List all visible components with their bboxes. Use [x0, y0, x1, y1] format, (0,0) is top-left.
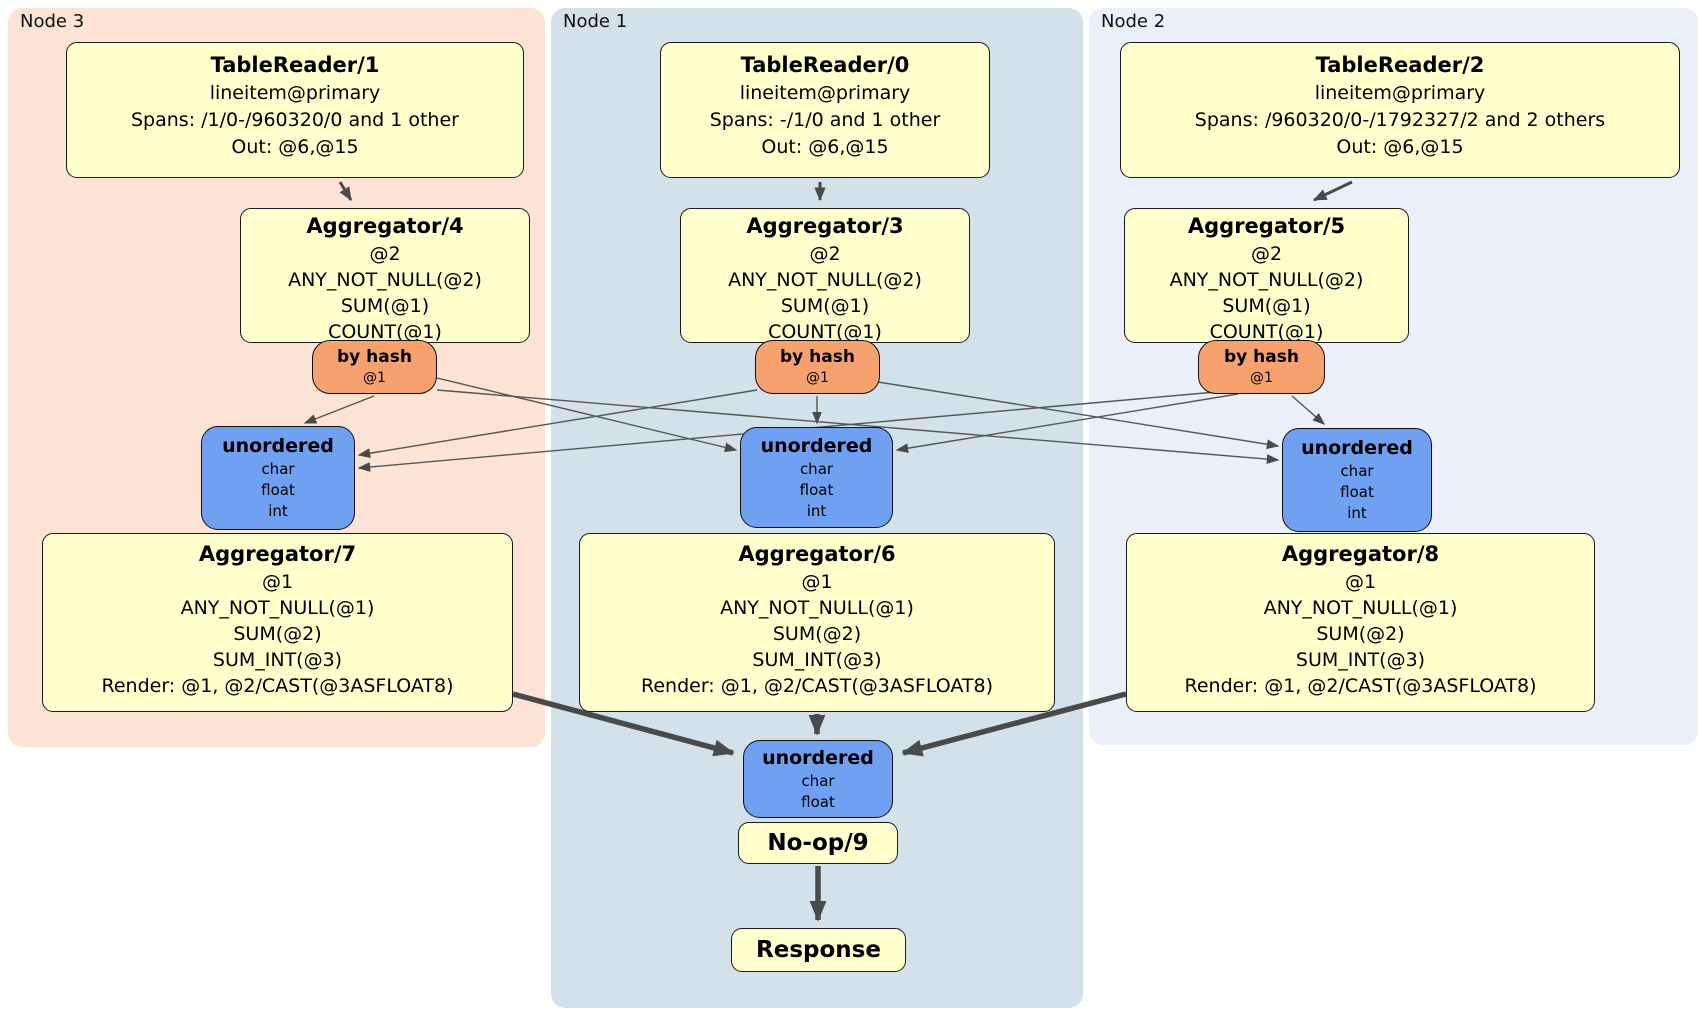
aggregator-5-fn3: COUNT(@1): [1209, 321, 1324, 343]
aggregator-6-group: @1: [801, 571, 833, 593]
node3-label: Node 3: [20, 11, 85, 32]
aggregator-4-title: Aggregator/4: [306, 214, 464, 238]
aggregator-4-group: @2: [369, 243, 401, 265]
aggregator-4-fn2: SUM(@1): [340, 295, 430, 317]
aggregator-7-render: Render: @1, @2/CAST(@3ASFLOAT8): [101, 675, 454, 697]
hash-router-node1-title: by hash: [780, 347, 855, 367]
tablereader-2-index: lineitem@primary: [1314, 82, 1486, 104]
aggregator-8-fn1: ANY_NOT_NULL(@1): [1263, 597, 1458, 619]
tablereader-1-spans: Spans: /1/0-/960320/0 and 1 other: [131, 109, 459, 131]
node2-label: Node 2: [1101, 11, 1166, 32]
tablereader-0-title: TableReader/0: [740, 53, 910, 77]
aggregator-8-group: @1: [1344, 571, 1377, 593]
sync-node1-col1: char: [799, 460, 834, 478]
response-box: Response: [731, 928, 906, 972]
sync-node2-col3: int: [1347, 504, 1367, 522]
aggregator-8-box: Aggregator/8 @1 ANY_NOT_NULL(@1) SUM(@2)…: [1126, 533, 1595, 712]
aggregator-4-fn3: COUNT(@1): [328, 321, 442, 343]
unordered-sync-node3: unordered char float int: [201, 426, 355, 530]
tablereader-2-box: TableReader/2 lineitem@primary Spans: /9…: [1120, 42, 1680, 178]
hash-router-node3-key: @1: [363, 370, 386, 386]
aggregator-7-fn2: SUM(@2): [233, 623, 322, 645]
unordered-sync-final-title: unordered: [762, 747, 874, 769]
aggregator-5-fn1: ANY_NOT_NULL(@2): [1169, 269, 1364, 291]
noop-9-box: No-op/9: [738, 822, 898, 864]
aggregator-6-fn1: ANY_NOT_NULL(@1): [720, 597, 914, 619]
unordered-sync-final: unordered char float: [743, 740, 893, 818]
hash-router-node2: by hash @1: [1198, 340, 1325, 394]
sync-node3-col1: char: [261, 460, 295, 478]
aggregator-6-fn3: SUM_INT(@3): [752, 649, 882, 671]
hash-router-node2-key: @1: [1250, 370, 1273, 386]
tablereader-0-box: TableReader/0 lineitem@primary Spans: -/…: [660, 42, 990, 178]
unordered-sync-node3-title: unordered: [222, 435, 334, 457]
aggregator-6-render: Render: @1, @2/CAST(@3ASFLOAT8): [641, 675, 993, 697]
hash-router-node3-title: by hash: [337, 347, 412, 367]
aggregator-7-fn1: ANY_NOT_NULL(@1): [180, 597, 375, 619]
hash-router-node2-title: by hash: [1224, 347, 1299, 367]
tablereader-2-spans: Spans: /960320/0-/1792327/2 and 2 others: [1194, 109, 1606, 131]
aggregator-6-fn2: SUM(@2): [772, 623, 862, 645]
hash-router-node1-key: @1: [806, 370, 829, 386]
sync-final-col1: char: [801, 772, 835, 790]
tablereader-0-out: Out: @6,@15: [761, 136, 889, 158]
sync-node1-col3: int: [806, 502, 827, 520]
aggregator-3-group: @2: [809, 243, 841, 265]
sync-node2-col2: float: [1340, 483, 1374, 501]
aggregator-7-fn3: SUM_INT(@3): [212, 649, 343, 671]
unordered-sync-node2: unordered char float int: [1282, 428, 1432, 532]
aggregator-8-render: Render: @1, @2/CAST(@3ASFLOAT8): [1184, 675, 1537, 697]
unordered-sync-node1-title: unordered: [760, 435, 873, 457]
aggregator-5-fn2: SUM(@1): [1222, 295, 1311, 317]
aggregator-6-box: Aggregator/6 @1 ANY_NOT_NULL(@1) SUM(@2)…: [579, 533, 1055, 712]
tablereader-1-out: Out: @6,@15: [231, 136, 359, 158]
aggregator-3-title: Aggregator/3: [746, 214, 904, 238]
sync-node3-col3: int: [268, 502, 288, 520]
tablereader-0-spans: Spans: -/1/0 and 1 other: [709, 109, 941, 131]
sync-node2-col1: char: [1340, 462, 1374, 480]
aggregator-4-fn1: ANY_NOT_NULL(@2): [288, 269, 482, 291]
sync-node1-col2: float: [799, 481, 834, 499]
aggregator-4-box: Aggregator/4 @2 ANY_NOT_NULL(@2) SUM(@1)…: [240, 208, 530, 343]
tablereader-0-index: lineitem@primary: [739, 82, 911, 104]
hash-router-node1: by hash @1: [755, 340, 880, 394]
aggregator-8-title: Aggregator/8: [1281, 542, 1440, 566]
aggregator-3-box: Aggregator/3 @2 ANY_NOT_NULL(@2) SUM(@1)…: [680, 208, 970, 343]
tablereader-1-title: TableReader/1: [210, 53, 380, 77]
unordered-sync-node1: unordered char float int: [740, 427, 893, 528]
aggregator-3-fn2: SUM(@1): [780, 295, 870, 317]
node1-label: Node 1: [563, 11, 628, 32]
noop-9-title: No-op/9: [767, 830, 869, 856]
sync-final-col2: float: [801, 793, 835, 811]
response-title: Response: [756, 937, 881, 963]
aggregator-7-box: Aggregator/7 @1 ANY_NOT_NULL(@1) SUM(@2)…: [42, 533, 513, 712]
aggregator-5-group: @2: [1250, 243, 1283, 265]
tablereader-1-box: TableReader/1 lineitem@primary Spans: /1…: [66, 42, 524, 178]
aggregator-6-title: Aggregator/6: [738, 542, 896, 566]
aggregator-8-fn2: SUM(@2): [1316, 623, 1405, 645]
tablereader-2-out: Out: @6,@15: [1336, 136, 1464, 158]
aggregator-5-box: Aggregator/5 @2 ANY_NOT_NULL(@2) SUM(@1)…: [1124, 208, 1409, 343]
unordered-sync-node2-title: unordered: [1301, 437, 1413, 459]
tablereader-2-title: TableReader/2: [1315, 53, 1485, 77]
aggregator-8-fn3: SUM_INT(@3): [1295, 649, 1426, 671]
sync-node3-col2: float: [261, 481, 295, 499]
aggregator-7-group: @1: [261, 571, 294, 593]
tablereader-1-index: lineitem@primary: [209, 82, 381, 104]
hash-router-node3: by hash @1: [312, 340, 437, 394]
aggregator-3-fn3: COUNT(@1): [768, 321, 882, 343]
aggregator-5-title: Aggregator/5: [1187, 214, 1346, 238]
aggregator-7-title: Aggregator/7: [198, 542, 357, 566]
aggregator-3-fn1: ANY_NOT_NULL(@2): [728, 269, 922, 291]
